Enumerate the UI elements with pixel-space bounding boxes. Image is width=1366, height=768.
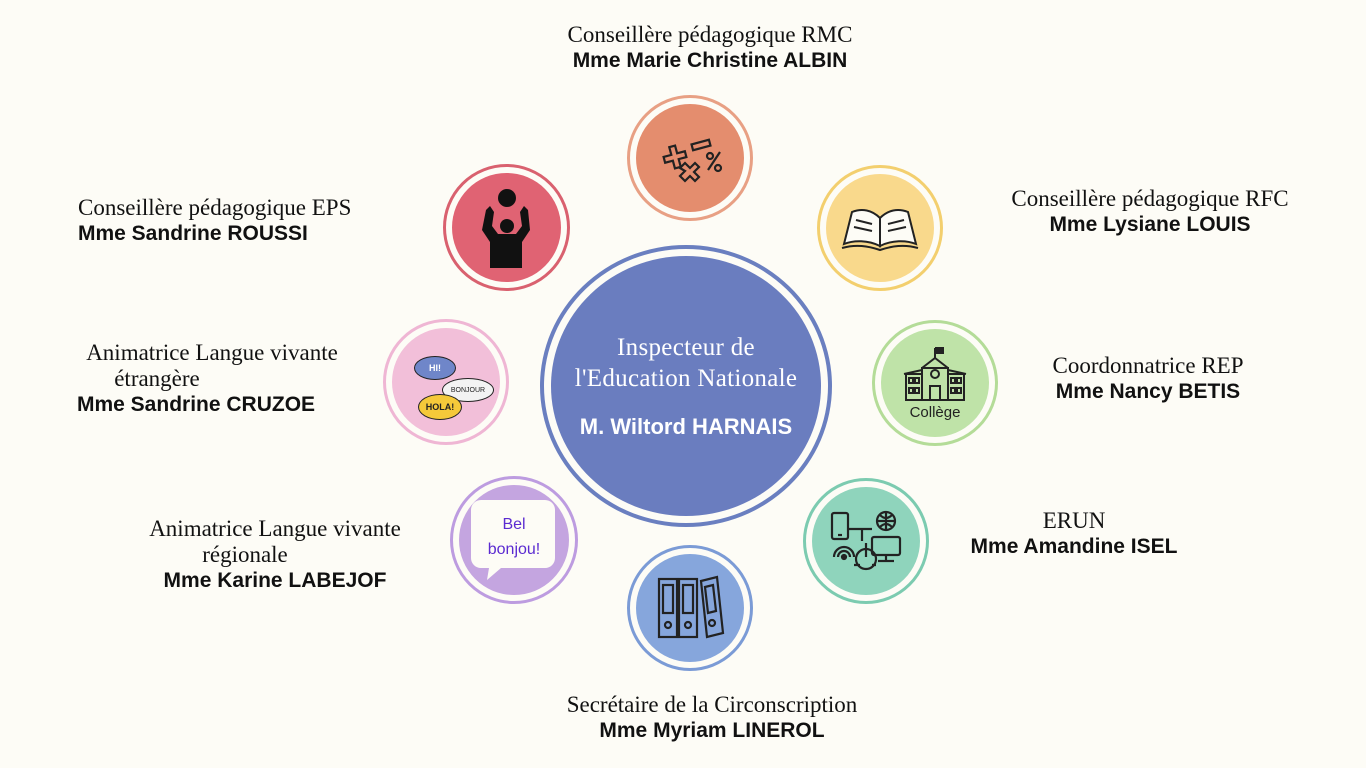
lvr-label: Animatrice Langue vivante régionale Mme … xyxy=(110,516,440,594)
greetings-bubbles-icon: HI! BONJOUR HOLA! xyxy=(392,328,500,436)
rmc-bubble xyxy=(627,95,753,221)
lvr-person: Mme Karine LABEJOF xyxy=(163,569,387,592)
secretary-bubble xyxy=(627,545,753,671)
erun-person: Mme Amandine ISEL xyxy=(970,535,1178,558)
eps-role: Conseillère pédagogique EPS xyxy=(78,195,352,220)
lve-label: Animatrice Langue vivante étrangère Mme … xyxy=(52,340,372,418)
lve-person: Mme Sandrine CRUZOE xyxy=(77,393,316,416)
lvr-role-line1: Animatrice Langue vivante xyxy=(149,516,401,541)
bubble-line2: bonjou! xyxy=(487,541,541,558)
lve-role-line2: étrangère xyxy=(114,366,200,391)
college-text: Collège xyxy=(909,403,961,421)
bubble-text: Bel bonjou! xyxy=(488,512,541,562)
rfc-person: Mme Lysiane LOUIS xyxy=(1049,213,1251,236)
rfc-role: Conseillère pédagogique RFC xyxy=(1011,186,1289,211)
secretary-role: Secrétaire de la Circonscription xyxy=(566,692,858,717)
center-title: Inspecteur de l'Education Nationale xyxy=(575,332,798,394)
rep-person: Mme Nancy BETIS xyxy=(1055,380,1241,403)
center-circle: Inspecteur de l'Education Nationale M. W… xyxy=(540,245,832,527)
rep-bubble: Collège xyxy=(872,320,998,446)
erun-label: ERUN Mme Amandine ISEL xyxy=(948,508,1200,560)
eps-person: Mme Sandrine ROUSSI xyxy=(78,222,308,245)
rfc-label: Conseillère pédagogique RFC Mme Lysiane … xyxy=(950,186,1350,238)
rmc-role: Conseillère pédagogique RMC xyxy=(567,22,853,47)
rmc-label: Conseillère pédagogique RMC Mme Marie Ch… xyxy=(480,22,940,74)
volleyball-player-icon xyxy=(452,173,561,282)
lvr-bubble: Bel bonjou! xyxy=(450,476,578,604)
secretary-label: Secrétaire de la Circonscription Mme Myr… xyxy=(480,692,944,744)
binders-icon xyxy=(636,554,744,662)
eps-label: Conseillère pédagogique EPS Mme Sandrine… xyxy=(78,195,438,247)
bubble-line1: Bel xyxy=(502,516,526,533)
lvr-role-line2: régionale xyxy=(202,542,288,567)
rep-label: Coordonnatrice REP Mme Nancy BETIS xyxy=(1000,353,1296,405)
school-building-icon: Collège xyxy=(881,329,989,437)
rmc-person: Mme Marie Christine ALBIN xyxy=(572,49,848,72)
center-inner: Inspecteur de l'Education Nationale M. W… xyxy=(551,256,821,516)
lve-bubble: HI! BONJOUR HOLA! xyxy=(383,319,509,445)
secretary-person: Mme Myriam LINEROL xyxy=(599,719,825,742)
greet-hola: HOLA! xyxy=(418,394,462,420)
greet-hi: HI! xyxy=(414,356,456,380)
speech-bubble-icon: Bel bonjou! xyxy=(459,485,569,595)
center-name: M. Wiltord HARNAIS xyxy=(579,414,793,439)
center-title-line2: l'Education Nationale xyxy=(574,365,798,392)
lve-role-line1: Animatrice Langue vivante xyxy=(86,340,338,365)
erun-bubble xyxy=(803,478,929,604)
center-title-line1: Inspecteur de xyxy=(617,334,755,361)
eps-bubble xyxy=(443,164,570,291)
open-book-icon xyxy=(826,174,934,282)
rfc-bubble xyxy=(817,165,943,291)
erun-role: ERUN xyxy=(1042,508,1106,533)
math-operators-icon xyxy=(636,104,744,212)
rep-role: Coordonnatrice REP xyxy=(1052,353,1244,378)
digital-devices-icon xyxy=(812,487,920,595)
